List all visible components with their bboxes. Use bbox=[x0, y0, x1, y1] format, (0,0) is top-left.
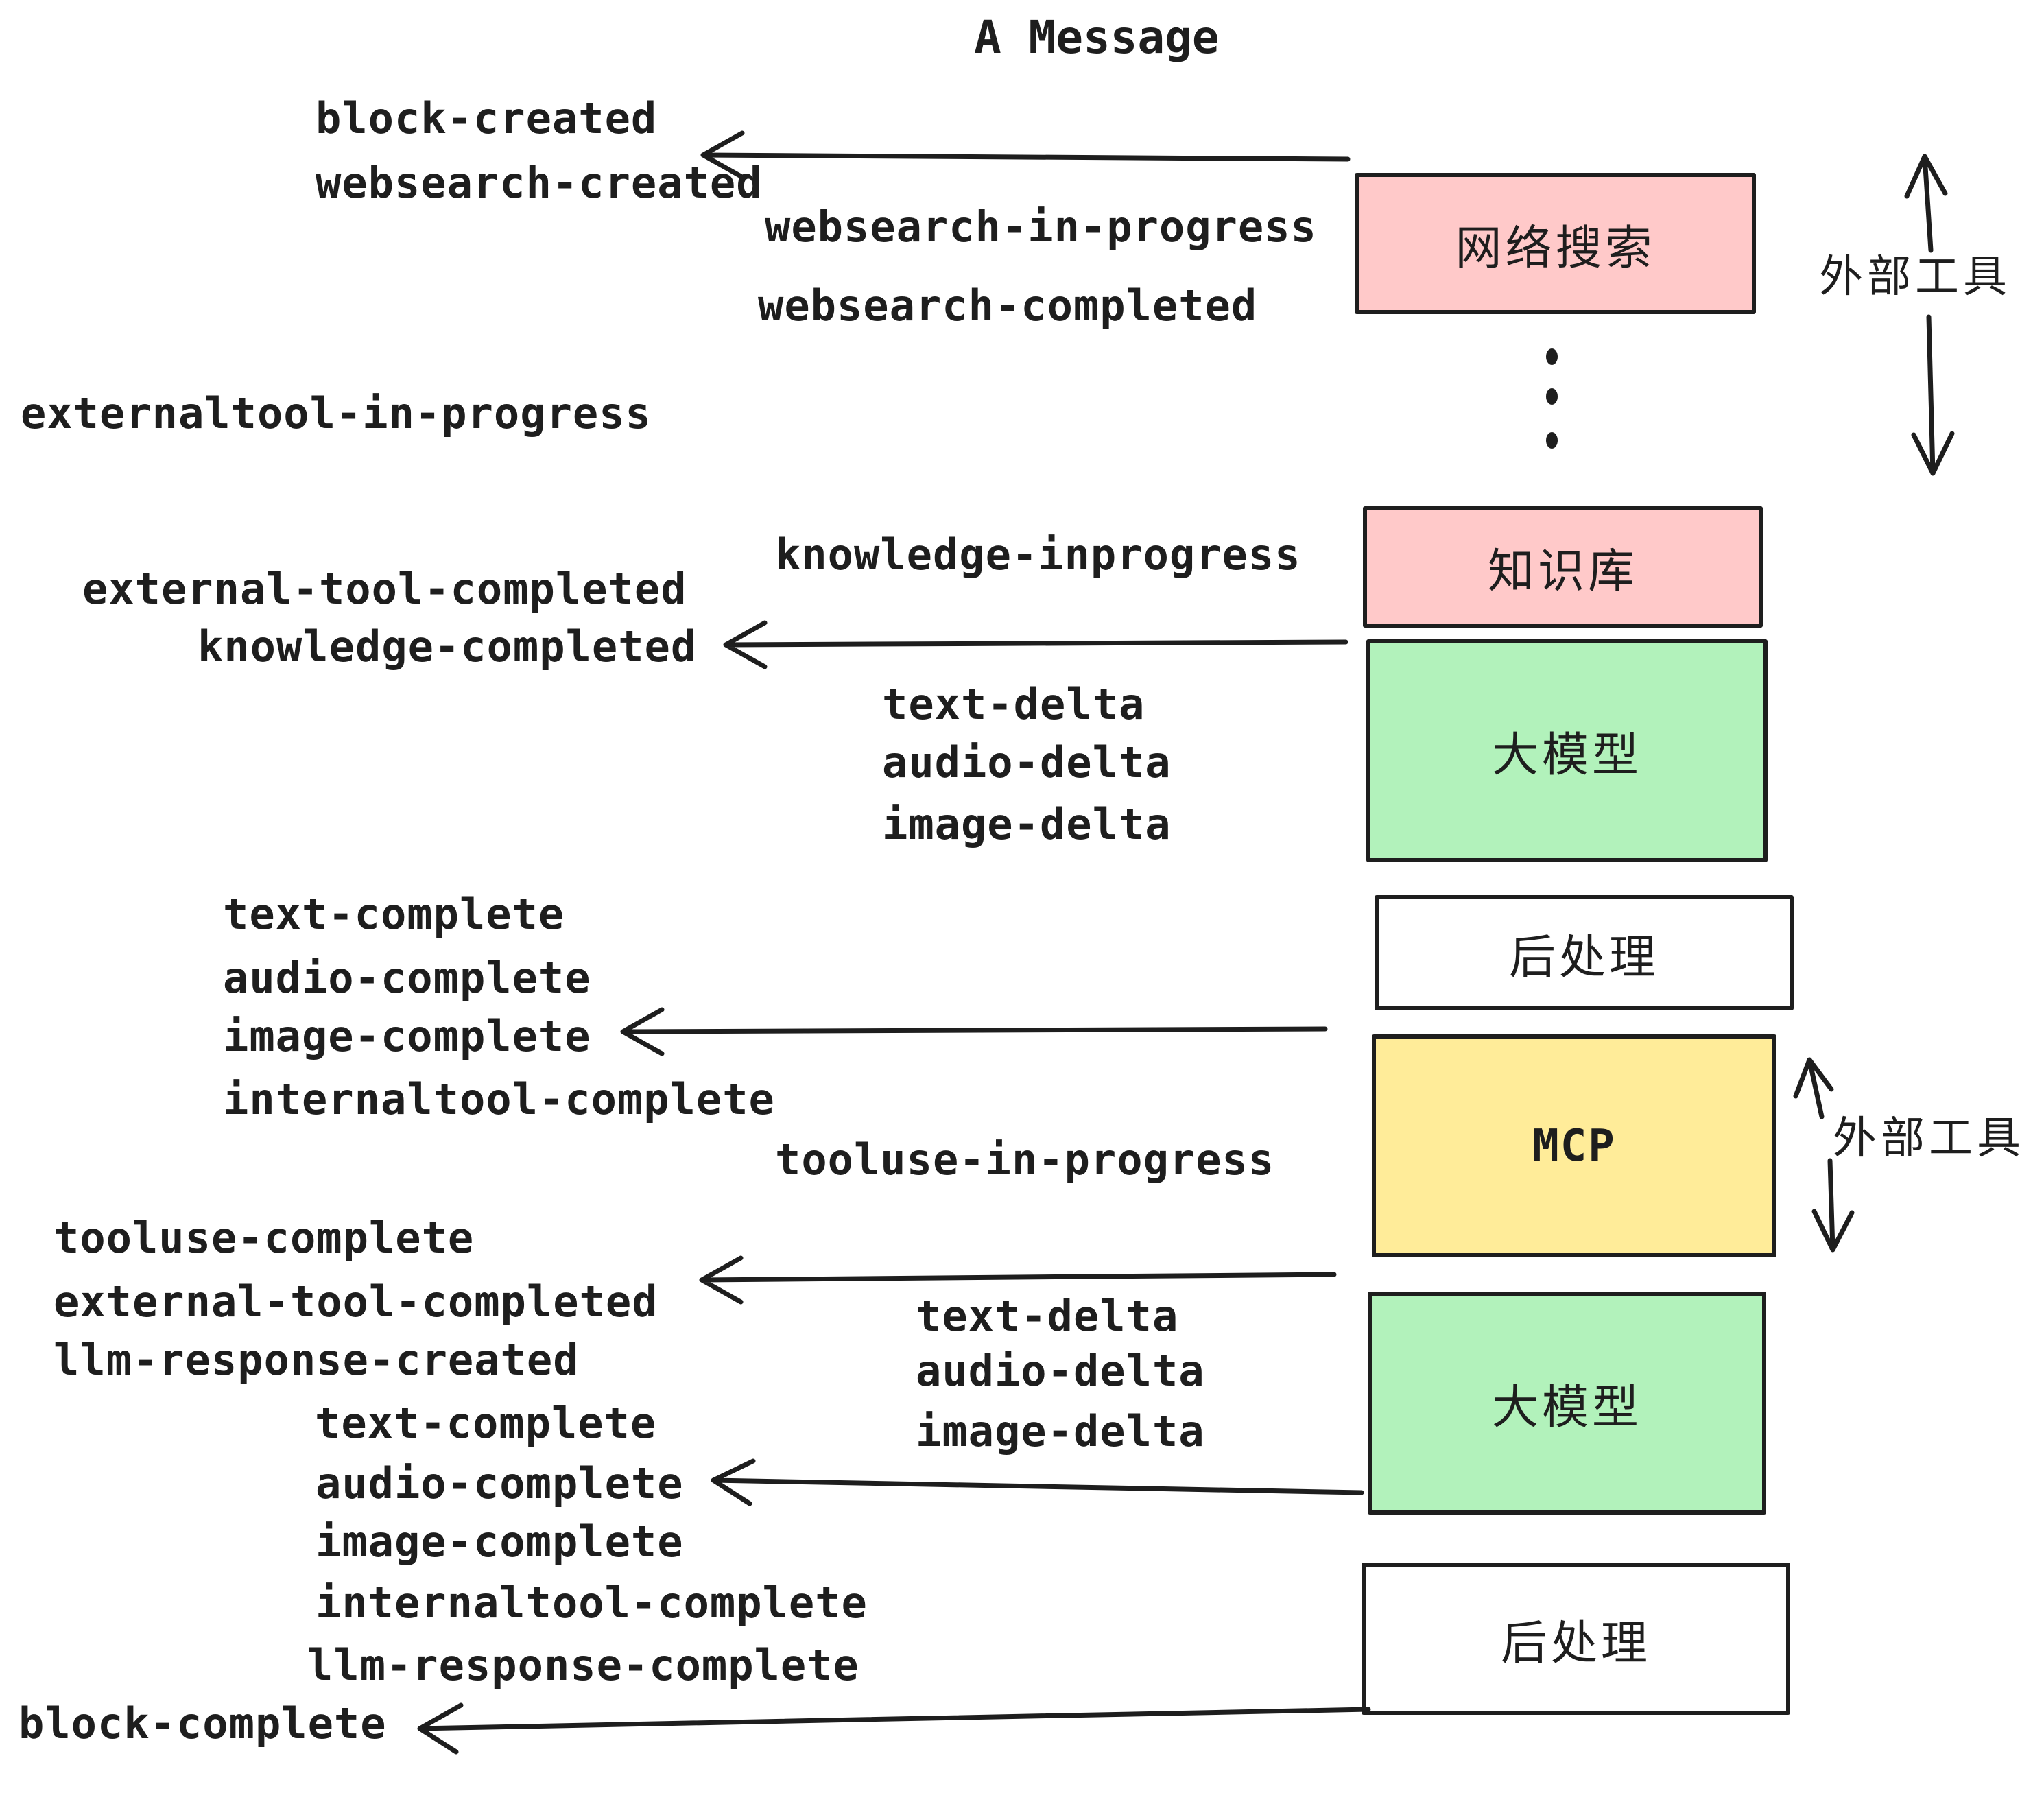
ellipsis-dot bbox=[1546, 388, 1558, 405]
event-label-knowledge-inprogress: knowledge-inprogress bbox=[775, 530, 1301, 580]
external-tools-2-down-arrow bbox=[1811, 1158, 1855, 1253]
event-label-externaltool-in-progress: externaltool-in-progress bbox=[21, 388, 652, 438]
diagram-title: A Message bbox=[974, 11, 1220, 64]
box-mcp-label: MCP bbox=[1532, 1120, 1616, 1172]
side-label-external-tools-1: 外部工具 bbox=[1819, 252, 2011, 302]
event-label-audio-delta: audio-delta bbox=[882, 737, 1172, 787]
event-label-websearch-created: websearch-created bbox=[316, 158, 763, 208]
arrow-to-block-created bbox=[700, 130, 1351, 180]
event-label-websearch-in-progress: websearch-in-progress bbox=[765, 202, 1317, 252]
event-label-audio-complete: audio-complete bbox=[223, 953, 591, 1003]
box-llm-2-label: 大模型 bbox=[1491, 1381, 1642, 1435]
side-label-external-tools-2: 外部工具 bbox=[1833, 1113, 2025, 1164]
box-llm-1: 大模型 bbox=[1366, 639, 1768, 862]
box-post-processing-1-label: 后处理 bbox=[1508, 930, 1659, 985]
event-label-text-delta-2: text-delta bbox=[916, 1291, 1179, 1341]
event-label-image-complete-2: image-complete bbox=[316, 1517, 684, 1567]
box-web-search: 网络搜索 bbox=[1355, 173, 1756, 314]
event-label-websearch-completed: websearch-completed bbox=[758, 281, 1258, 331]
arrow-to-audio-complete-2 bbox=[711, 1458, 1364, 1506]
external-tools-1-down-arrow bbox=[1911, 314, 1955, 476]
event-label-image-delta: image-delta bbox=[882, 799, 1172, 849]
ellipsis-dot bbox=[1546, 348, 1558, 365]
event-label-audio-complete-2: audio-complete bbox=[316, 1458, 684, 1508]
event-label-internaltool-complete-2: internaltool-complete bbox=[316, 1578, 868, 1628]
arrow-to-image-complete bbox=[620, 1007, 1328, 1056]
event-label-image-delta-2: image-delta bbox=[916, 1406, 1205, 1456]
event-label-tooluse-complete: tooluse-complete bbox=[54, 1213, 475, 1263]
event-label-block-complete: block-complete bbox=[19, 1698, 387, 1748]
event-label-text-delta: text-delta bbox=[882, 679, 1145, 729]
event-label-image-complete: image-complete bbox=[223, 1011, 591, 1061]
box-llm-2: 大模型 bbox=[1368, 1292, 1766, 1515]
external-tools-1-up-arrow bbox=[1904, 154, 1948, 253]
box-llm-1-label: 大模型 bbox=[1491, 728, 1642, 783]
box-knowledge-base: 知识库 bbox=[1363, 506, 1763, 628]
box-post-processing-2-label: 后处理 bbox=[1500, 1616, 1651, 1671]
box-web-search-label: 网络搜索 bbox=[1455, 221, 1656, 276]
event-label-audio-delta-2: audio-delta bbox=[916, 1346, 1205, 1396]
arrow-to-knowledge-completed bbox=[723, 620, 1348, 669]
event-label-internaltool-complete: internaltool-complete bbox=[223, 1074, 775, 1124]
ellipsis-dot bbox=[1546, 432, 1558, 449]
box-post-processing-2: 后处理 bbox=[1362, 1563, 1790, 1715]
event-label-block-created: block-created bbox=[316, 93, 658, 143]
event-label-knowledge-completed: knowledge-completed bbox=[198, 621, 698, 672]
box-post-processing-1: 后处理 bbox=[1375, 895, 1794, 1010]
event-label-external-tool-completed: external-tool-completed bbox=[82, 564, 687, 614]
box-knowledge-base-label: 知识库 bbox=[1487, 545, 1638, 599]
event-label-text-complete-2: text-complete bbox=[315, 1398, 657, 1448]
external-tools-2-up-arrow bbox=[1793, 1057, 1834, 1119]
event-label-llm-response-created: llm-response-created bbox=[54, 1335, 580, 1385]
event-label-llm-response-complete: llm-response-complete bbox=[307, 1640, 859, 1690]
event-label-text-complete: text-complete bbox=[223, 889, 565, 939]
event-label-tooluse-in-progress: tooluse-in-progress bbox=[775, 1135, 1275, 1185]
event-label-external-tool-completed-2: external-tool-completed bbox=[54, 1277, 658, 1327]
arrow-to-block-complete bbox=[417, 1702, 1371, 1755]
box-mcp: MCP bbox=[1372, 1034, 1776, 1257]
